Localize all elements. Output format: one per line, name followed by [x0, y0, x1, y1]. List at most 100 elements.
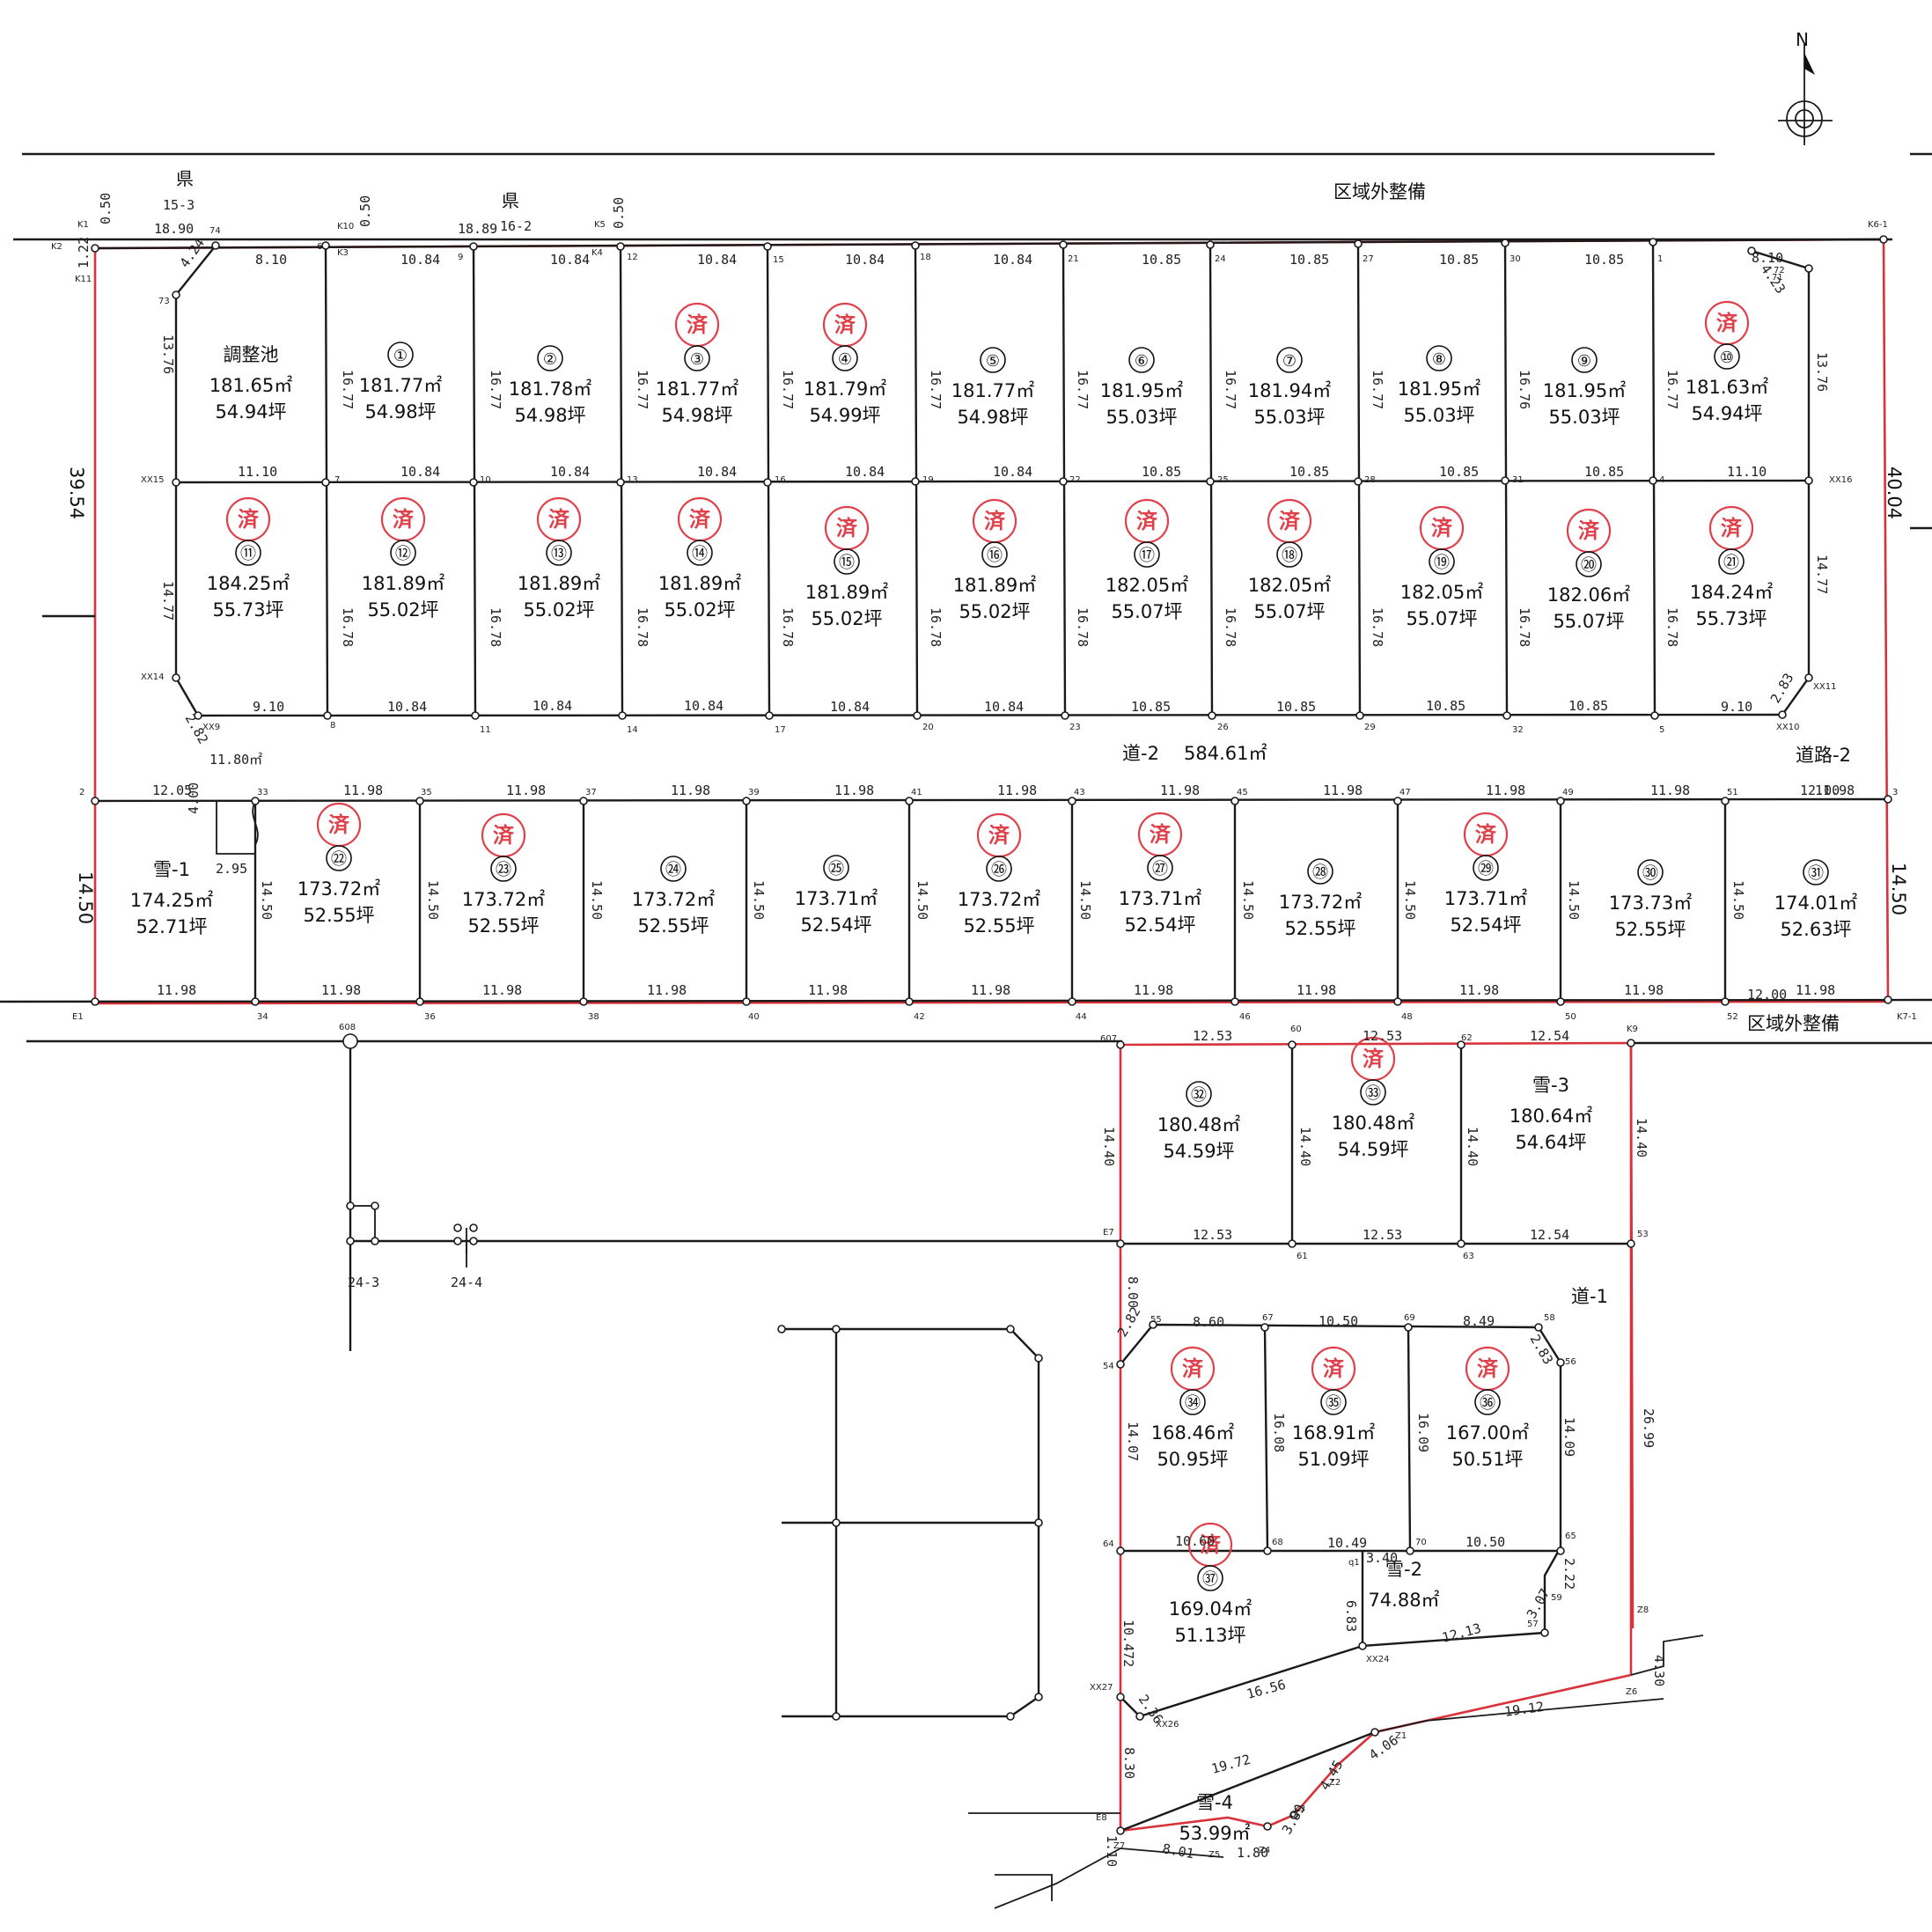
dimension-text: 9.10: [1721, 699, 1752, 715]
point-label: 35: [421, 788, 432, 797]
dimension-text: 14.50: [915, 880, 930, 920]
lot-41[interactable]: 雪-274.88㎡: [1368, 1559, 1439, 1611]
point-label: 36: [424, 1012, 436, 1022]
point-label: 1: [1657, 254, 1663, 264]
sold-stamp-text: 済: [1721, 516, 1743, 540]
point-label: 65: [1565, 1532, 1576, 1541]
point-label: 15: [773, 255, 784, 265]
point-label: 39: [748, 788, 760, 797]
dimension-text: 1.22: [76, 237, 92, 268]
point-label: XX24: [1366, 1655, 1389, 1664]
lot-number: ⑩: [1720, 349, 1734, 367]
point-label: 12: [627, 253, 638, 262]
point-label: 27: [1363, 254, 1374, 264]
point-label: 18: [920, 253, 931, 262]
prefecture-label-left: 県: [176, 168, 194, 189]
point-label: 49: [1562, 788, 1574, 797]
lot-number-circle-icon: [1179, 1389, 1206, 1415]
point-label: 51: [1727, 788, 1738, 797]
point-label: K5: [594, 220, 606, 230]
dimension-text: 10.85: [1142, 464, 1181, 480]
lot-number: ⑱: [1282, 547, 1297, 565]
point-label: K1: [77, 220, 89, 230]
north-arrow-icon: N: [1778, 29, 1833, 145]
lot-number-circle-icon: [1714, 343, 1740, 370]
sold-stamp-text: 済: [834, 312, 856, 337]
dimension-text: 12.00: [1800, 782, 1840, 798]
lot-number: ㉗: [1152, 860, 1168, 878]
point-label: XX11: [1813, 682, 1836, 692]
dimension-text: 10.84: [400, 252, 440, 268]
lot-number-circle-icon: [981, 541, 1008, 568]
point-label: 38: [588, 1012, 599, 1022]
lot-number: ⑫: [395, 545, 411, 563]
dimension-text: 10.84: [550, 464, 590, 480]
lot-tsubo: 54.98坪: [957, 407, 1028, 428]
lot-number: ⑭: [692, 545, 708, 563]
lot-area: 181.89㎡: [518, 573, 600, 594]
lot-number-circle-icon: [1571, 347, 1598, 373]
lot-number-circle-icon: [1307, 858, 1333, 885]
road2-label: 道-2: [1122, 743, 1159, 764]
point-label: 58: [1544, 1313, 1555, 1323]
lot-number: ㉝: [1365, 1084, 1381, 1103]
point-label: 2: [79, 788, 84, 797]
lot-number-circle-icon: [1429, 548, 1455, 575]
lot-tsubo: 52.55坪: [467, 915, 539, 937]
dimension-text: 12.00: [1747, 987, 1787, 1003]
lot-number: ⑯: [987, 547, 1003, 565]
lot-number: ⑥: [1135, 352, 1149, 371]
dimension-text: 10.85: [1584, 464, 1624, 480]
point-label: K11: [75, 275, 92, 284]
lot-area: 174.25㎡: [130, 890, 213, 911]
point-label: 3: [1892, 788, 1898, 797]
dimension-text: 11.98: [1134, 982, 1173, 998]
lot-number-circle-icon: [546, 540, 572, 566]
dimension-text: 12.53: [1193, 1028, 1232, 1044]
lot-42[interactable]: 雪-453.99㎡: [1179, 1792, 1250, 1844]
road2-side-label: 道路-2: [1796, 745, 1851, 766]
point-label: 16: [775, 475, 786, 485]
dimension-text: 16.78: [1517, 607, 1532, 647]
